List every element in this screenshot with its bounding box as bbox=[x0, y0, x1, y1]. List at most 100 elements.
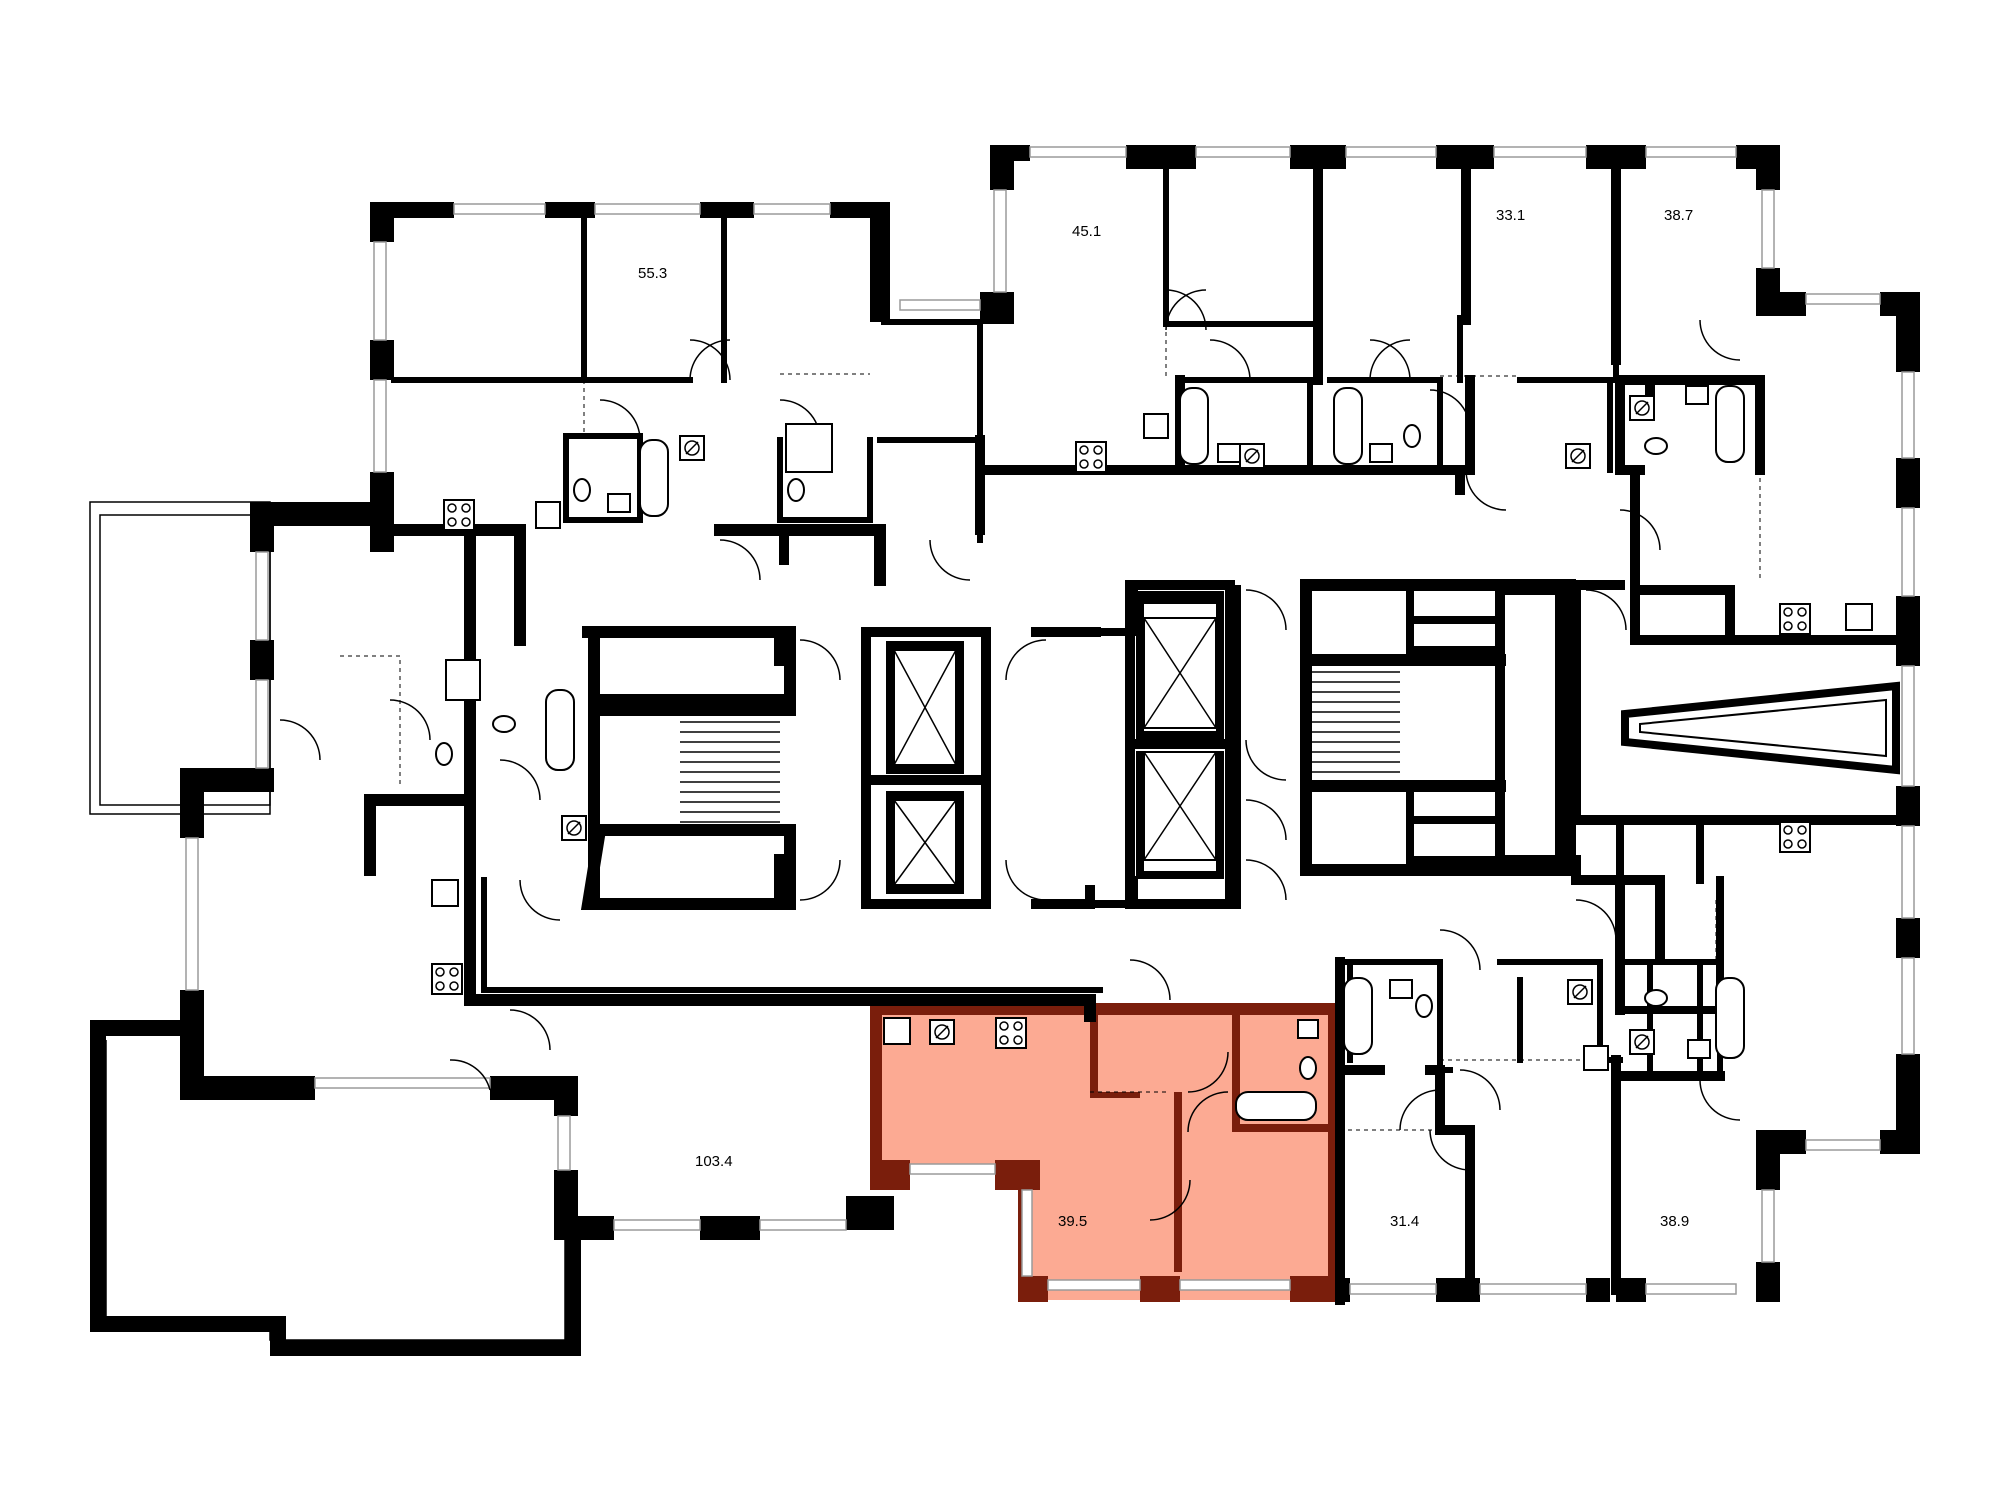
toilet-icon bbox=[1403, 424, 1421, 448]
unit-55-3-area: 55.3 bbox=[638, 265, 667, 282]
unit-39-5-wall bbox=[995, 1160, 1040, 1190]
door-icon bbox=[929, 539, 971, 581]
unit-39-5-area: 39.5 bbox=[1058, 1213, 1087, 1230]
door-icon bbox=[1459, 1069, 1501, 1111]
sink-icon bbox=[1389, 979, 1413, 999]
unit-39-5-wall bbox=[1232, 1124, 1332, 1132]
door-icon bbox=[1245, 739, 1287, 781]
door-icon bbox=[1439, 929, 1481, 971]
sink-icon bbox=[1217, 443, 1241, 463]
door-icon bbox=[799, 859, 841, 901]
unit-39-5-wall bbox=[1232, 1012, 1240, 1130]
door-icon bbox=[509, 1009, 551, 1051]
washer-icon bbox=[1239, 443, 1265, 469]
unit-31-4-area: 31.4 bbox=[1390, 1213, 1419, 1230]
stairs-icon bbox=[680, 711, 780, 823]
sink-icon bbox=[1297, 1019, 1319, 1039]
stove-icon bbox=[995, 1017, 1027, 1049]
toilet-icon bbox=[1415, 994, 1433, 1018]
toilet-icon bbox=[787, 478, 805, 502]
washer-icon bbox=[1629, 1029, 1655, 1055]
washer-icon bbox=[1565, 443, 1591, 469]
door-icon bbox=[1429, 1129, 1471, 1171]
door-icon bbox=[1699, 1079, 1741, 1121]
toilet-icon bbox=[573, 478, 591, 502]
bathtub-icon bbox=[545, 689, 575, 771]
outer-walls bbox=[90, 145, 1920, 1356]
door-icon bbox=[279, 719, 321, 761]
door-icon bbox=[799, 639, 841, 681]
washer-icon bbox=[679, 435, 705, 461]
zone-lines bbox=[340, 324, 1761, 1131]
washer-icon bbox=[1629, 395, 1655, 421]
elevator-icon bbox=[1143, 617, 1217, 729]
toilet-icon bbox=[435, 742, 453, 766]
door-icon bbox=[1129, 959, 1171, 1001]
bathtub-icon bbox=[639, 439, 669, 517]
door-icon bbox=[1005, 639, 1047, 681]
bathtub-icon bbox=[1715, 977, 1745, 1059]
unit-39-5-fill bbox=[870, 1003, 1340, 1300]
sink-icon bbox=[1687, 1039, 1711, 1059]
door-icon bbox=[449, 1059, 491, 1091]
door-icon bbox=[1369, 339, 1411, 381]
door-icon bbox=[1245, 859, 1287, 901]
bathtub-icon bbox=[1715, 385, 1745, 463]
washer-icon bbox=[1567, 979, 1593, 1005]
elevator-icon bbox=[1143, 751, 1217, 861]
washer-icon bbox=[929, 1019, 955, 1045]
door-icon bbox=[1619, 509, 1661, 551]
unit-39-5-highlight[interactable] bbox=[870, 1003, 1340, 1302]
stairs-icon bbox=[1310, 671, 1400, 773]
shower-icon bbox=[785, 423, 833, 473]
unit-39-5-wall bbox=[1090, 1003, 1098, 1098]
unit-39-5-wall bbox=[1090, 1092, 1140, 1098]
stove-icon bbox=[1075, 441, 1107, 473]
door-icon bbox=[689, 339, 731, 381]
washer-icon bbox=[561, 815, 587, 841]
elevators bbox=[893, 617, 1217, 886]
doors bbox=[279, 289, 1741, 1221]
door-icon bbox=[689, 339, 731, 381]
door-icon bbox=[1005, 859, 1047, 901]
door-icon bbox=[1187, 1091, 1229, 1133]
door-icon bbox=[1165, 289, 1207, 331]
sink-icon bbox=[1369, 443, 1393, 463]
unit-45-1-area: 45.1 bbox=[1072, 223, 1101, 240]
toilet-icon bbox=[1644, 437, 1668, 455]
toilet-icon bbox=[1299, 1056, 1317, 1080]
door-icon bbox=[499, 759, 541, 801]
bathtub-icon bbox=[1343, 977, 1373, 1055]
door-icon bbox=[1575, 899, 1617, 941]
bathtub-icon bbox=[1235, 1091, 1317, 1121]
shaft-wedge-inner bbox=[1639, 698, 1887, 758]
fridge-icon bbox=[431, 879, 459, 907]
shower-icon bbox=[445, 659, 481, 701]
unit-39-5-wall bbox=[1174, 1092, 1182, 1272]
door-icon bbox=[1399, 1089, 1441, 1131]
door-icon bbox=[1369, 339, 1411, 381]
balcony-west bbox=[89, 501, 271, 815]
toilet-icon bbox=[492, 715, 516, 733]
balcony-west-inner bbox=[99, 514, 271, 806]
unit-38-9-area: 38.9 bbox=[1660, 1213, 1689, 1230]
unit-39-5-wall bbox=[1140, 1276, 1180, 1302]
elevator-icon bbox=[893, 649, 957, 766]
stove-icon bbox=[1779, 821, 1811, 853]
door-icon bbox=[1245, 799, 1287, 841]
door-icon bbox=[1245, 589, 1287, 631]
fridge-icon bbox=[1143, 413, 1169, 439]
door-icon bbox=[1209, 339, 1251, 381]
unit-39-5-wall bbox=[870, 1003, 882, 1170]
door-icon bbox=[719, 539, 761, 581]
unit-39-5-wall bbox=[870, 1160, 910, 1190]
elevator-icon bbox=[893, 799, 957, 886]
door-icon bbox=[389, 699, 431, 741]
unit-103-4-area: 103.4 bbox=[695, 1153, 733, 1170]
toilet-icon bbox=[1644, 989, 1668, 1007]
stove-icon bbox=[1779, 603, 1811, 635]
fridge-icon bbox=[1583, 1045, 1609, 1071]
door-icon bbox=[519, 879, 561, 921]
door-icon bbox=[1585, 589, 1627, 631]
fixtures bbox=[431, 385, 1873, 1121]
